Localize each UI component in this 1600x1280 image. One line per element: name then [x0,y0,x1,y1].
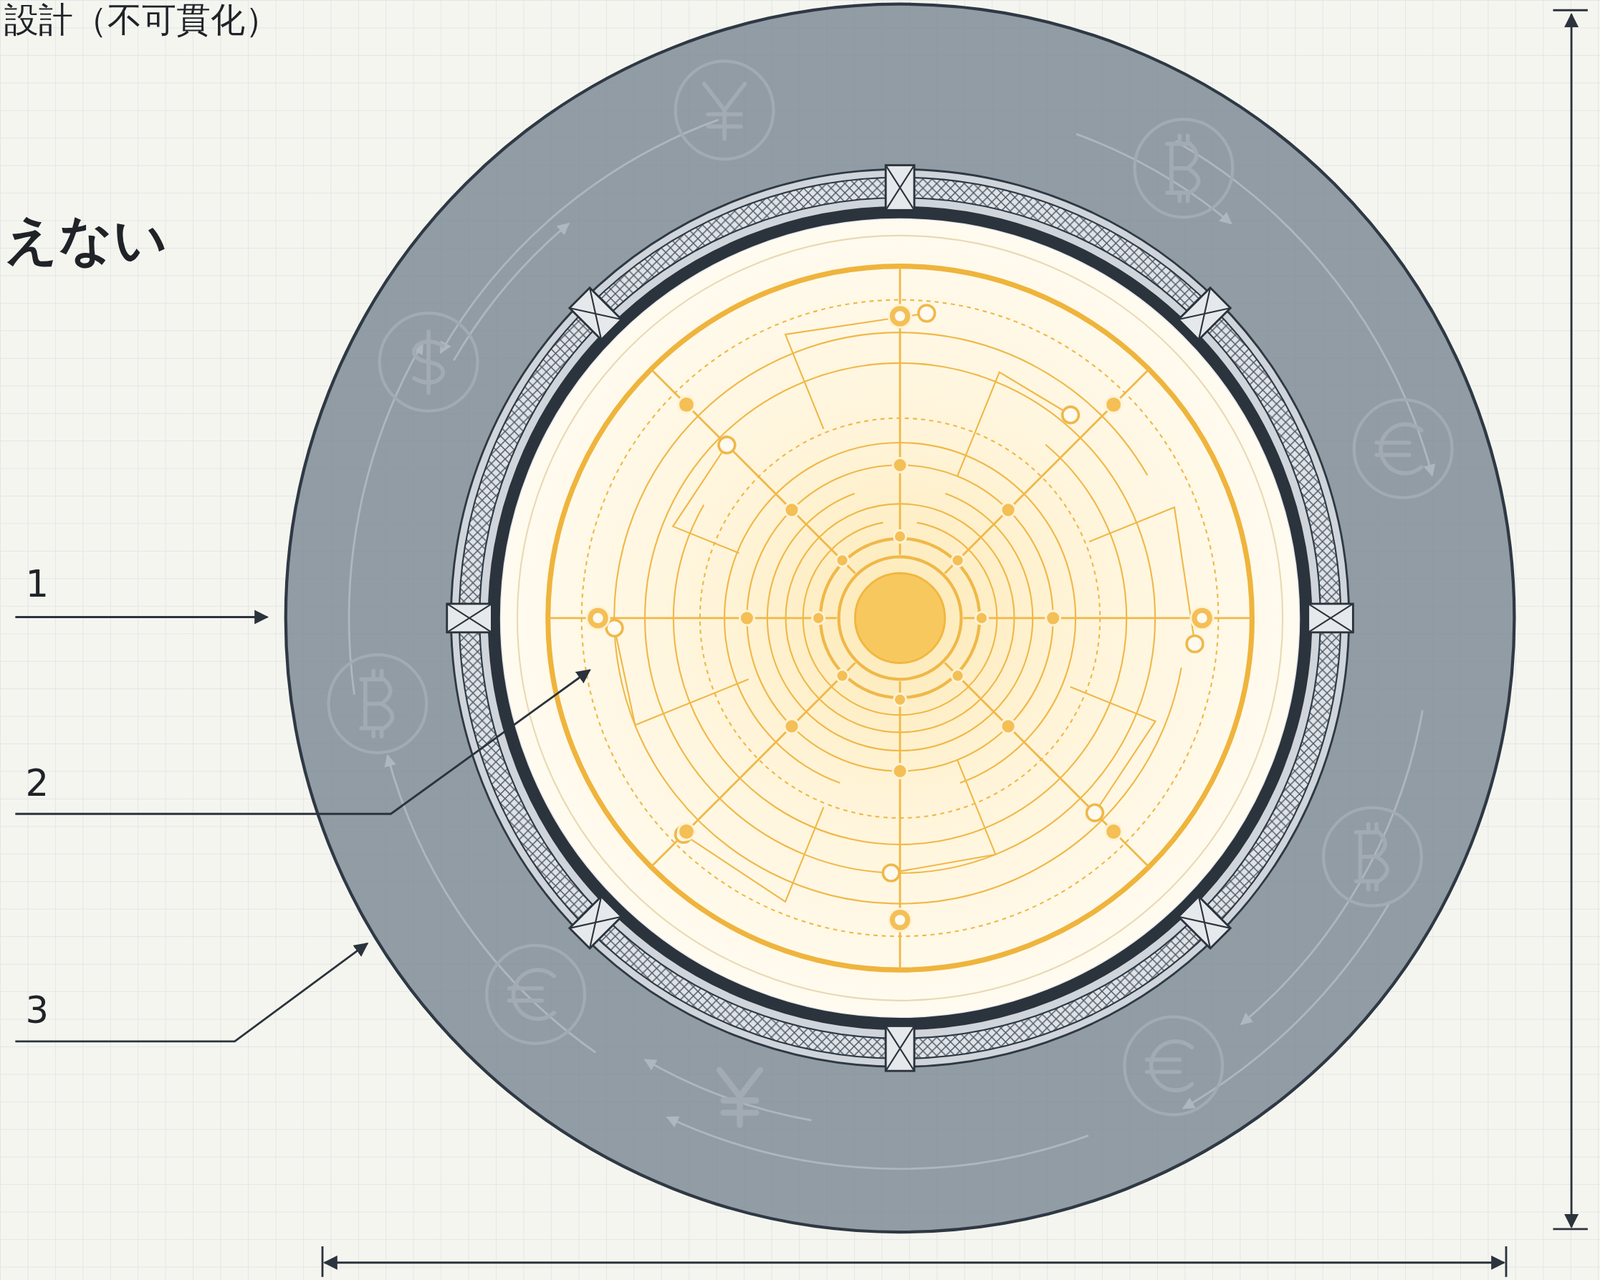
dimension-lines [322,10,1588,1277]
currency-coins [328,60,1453,1125]
callout-number: 1 [25,563,50,606]
heading-fragment: 設計（不可貫化） [4,0,280,41]
core-circuit [500,219,1300,1017]
shield-ring [447,165,1354,1072]
callout-number: 2 [25,762,50,805]
outer-ring [285,4,1515,1233]
heading-fragment: えない [4,209,168,271]
flow-arrows [348,119,1433,1170]
leader-lines [15,616,590,1042]
callout-number: 3 [25,989,50,1032]
